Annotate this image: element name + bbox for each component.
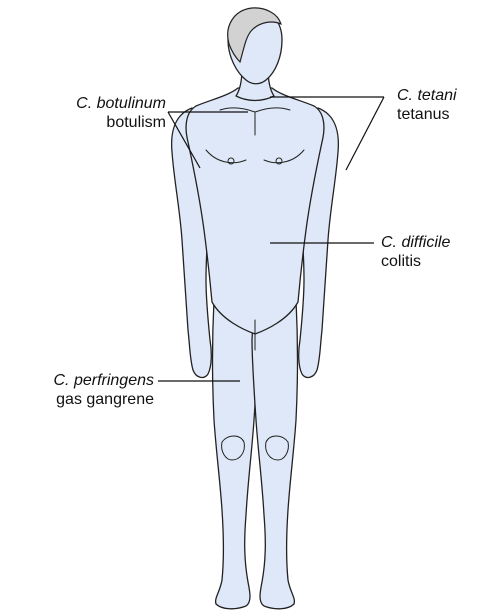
right-leg [252,300,298,609]
label-tetani: C. tetani tetanus [397,86,487,124]
disease-name: botulism [10,113,166,132]
species-name: C. difficile [381,233,487,252]
species-name: C. botulinum [10,94,166,113]
species-name: C. tetani [397,86,487,105]
left-leg [213,300,259,609]
species-name: C. perfringens [2,371,154,390]
disease-name: tetanus [397,105,487,124]
disease-name: colitis [381,252,487,271]
disease-name: gas gangrene [2,390,154,409]
label-perfringens: C. perfringens gas gangrene [2,371,154,409]
label-difficile: C. difficile colitis [381,233,487,271]
body-figure [172,10,339,609]
label-botulinum: C. botulinum botulism [10,94,166,132]
